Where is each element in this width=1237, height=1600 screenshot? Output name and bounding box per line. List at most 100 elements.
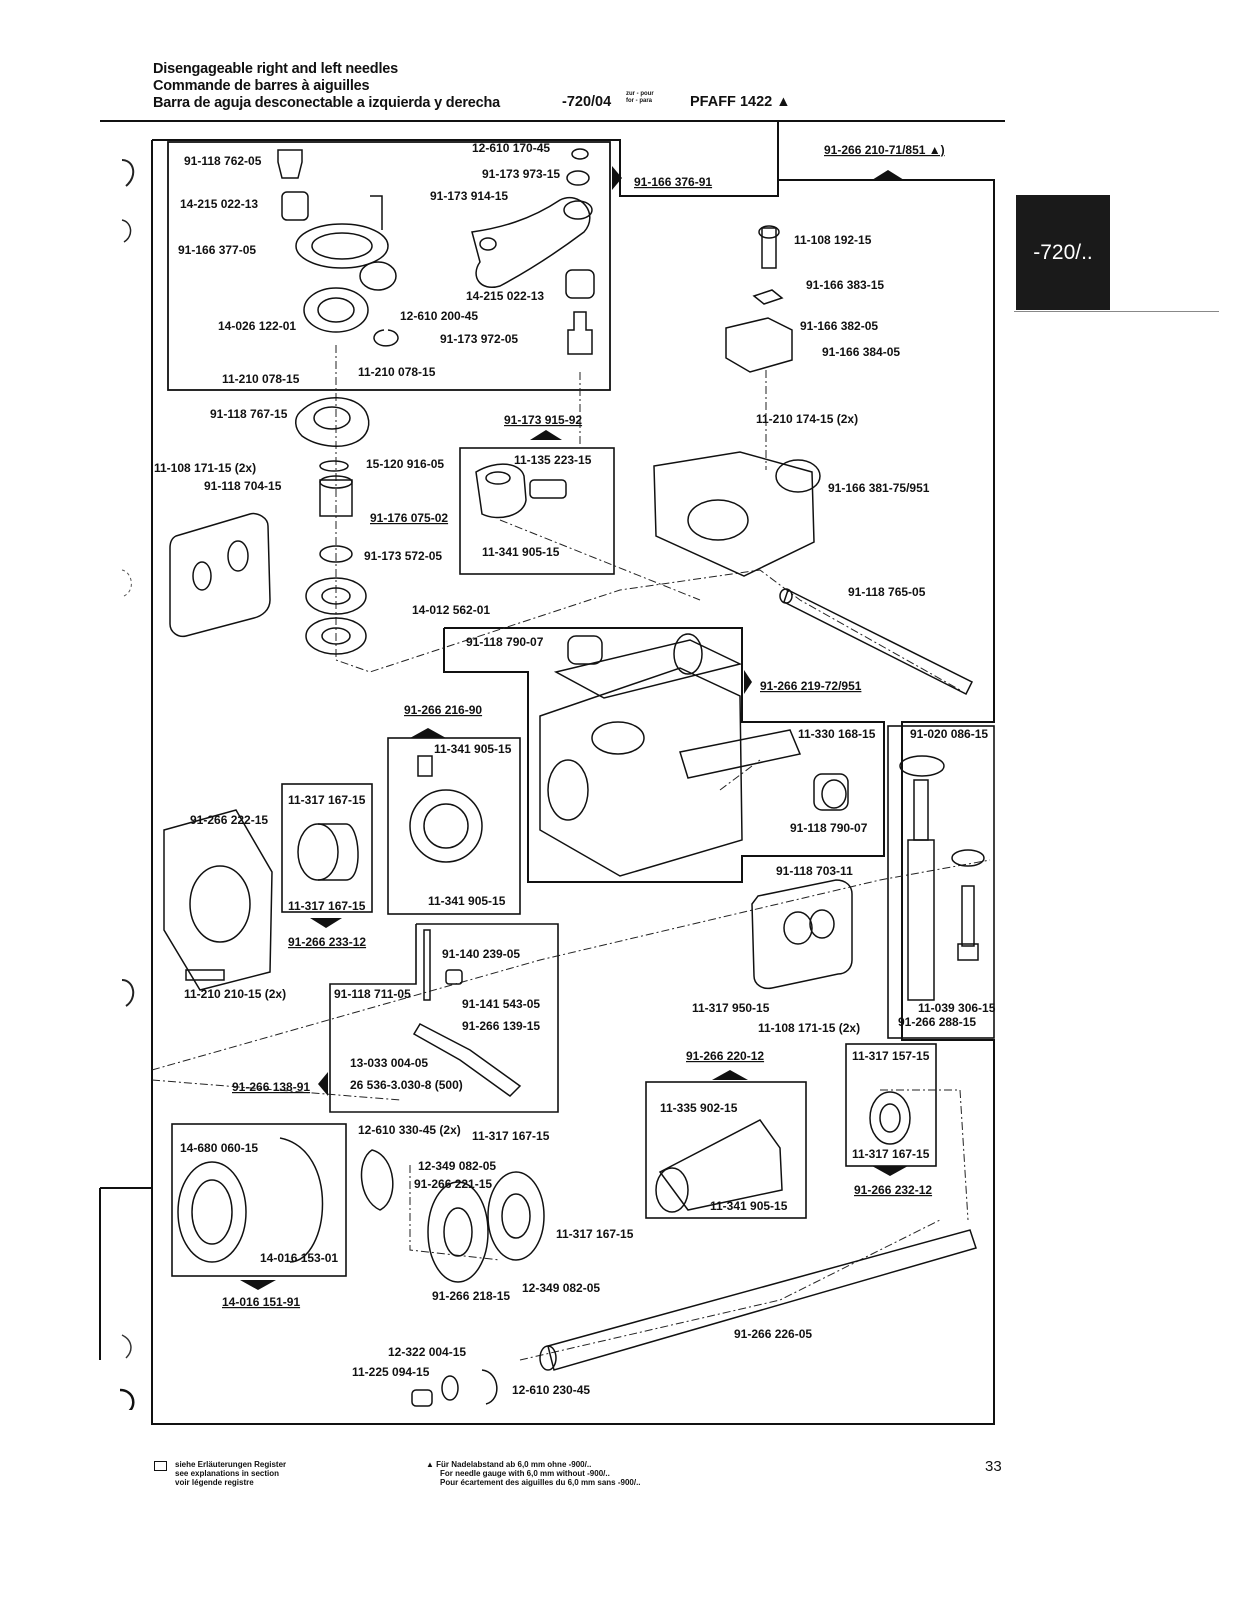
label-p52: 11-039 306-15 bbox=[918, 1001, 996, 1015]
label-p23: 91-118 704-15 bbox=[204, 479, 282, 493]
label-p76: 12-610 230-45 bbox=[512, 1383, 590, 1397]
label-p44: 91-266 233-12 bbox=[288, 935, 366, 949]
label-p50: 11-317 950-15 bbox=[692, 1001, 770, 1015]
label-p24: 15-120 916-05 bbox=[366, 457, 444, 471]
label-p41: 11-317 167-15 bbox=[288, 899, 366, 913]
box-shaft bbox=[329, 923, 559, 1113]
label-p11: 14-215 022-13 bbox=[466, 289, 544, 303]
label-p37: 91-020 086-15 bbox=[910, 727, 988, 741]
label-p63: 12-349 082-05 bbox=[418, 1159, 496, 1173]
legend-fr: voir légende registre bbox=[175, 1478, 254, 1487]
label-p17: 11-210 078-15 bbox=[222, 372, 300, 386]
label-p60: 12-610 330-45 (2x) bbox=[358, 1123, 461, 1137]
label-p30: 14-012 562-01 bbox=[412, 603, 490, 617]
tab-rule bbox=[1014, 311, 1219, 312]
section-tab[interactable]: -720/.. bbox=[1016, 195, 1110, 310]
box-collar bbox=[281, 783, 373, 913]
label-p12: 12-610 200-45 bbox=[400, 309, 478, 323]
label-p29: 11-341 905-15 bbox=[482, 545, 560, 559]
legend-de: siehe Erläuterungen Register bbox=[175, 1460, 287, 1469]
label-p66: 11-341 905-15 bbox=[710, 1199, 788, 1213]
box-gear bbox=[387, 737, 521, 915]
label-p31: 91-118 765-05 bbox=[848, 585, 926, 599]
page-number: 33 bbox=[985, 1458, 1002, 1475]
label-p35: 11-341 905-15 bbox=[434, 742, 512, 756]
label-p65: 11-317 167-15 bbox=[852, 1147, 930, 1161]
label-p73: 91-266 226-05 bbox=[734, 1327, 812, 1341]
title-line-3: Barra de aguja desconectable a izquierda… bbox=[153, 95, 501, 111]
label-p59: 11-335 902-15 bbox=[660, 1101, 738, 1115]
box-sleeve bbox=[645, 1081, 807, 1219]
label-p47: 91-118 711-05 bbox=[334, 987, 411, 1001]
label-p57: 91-266 138-91 bbox=[232, 1080, 310, 1094]
label-p42: 11-341 905-15 bbox=[428, 894, 506, 908]
label-p25: 11-135 223-15 bbox=[514, 453, 592, 467]
legend-box-icon bbox=[154, 1461, 167, 1471]
title-line-2: Commande de barres à aiguilles bbox=[153, 78, 370, 94]
label-p68: 14-016 153-01 bbox=[260, 1251, 338, 1265]
label-p27: 91-166 381-75/951 bbox=[828, 481, 930, 495]
label-p54: 13-033 004-05 bbox=[350, 1056, 428, 1070]
label-p18: 11-210 078-15 bbox=[358, 365, 436, 379]
part-labels: 91-118 762-05 12-610 170-45 91-173 973-1… bbox=[154, 141, 996, 1397]
label-p38: 11-317 167-15 bbox=[288, 793, 366, 807]
box-ring bbox=[171, 1123, 347, 1277]
label-p62: 14-680 060-15 bbox=[180, 1141, 258, 1155]
box-915 bbox=[459, 447, 615, 575]
frame-outline bbox=[152, 122, 779, 197]
zur-label: zur - pour for - para bbox=[626, 91, 654, 104]
label-p36: 11-330 168-15 bbox=[798, 727, 876, 741]
section-code: -720/04 bbox=[562, 94, 612, 110]
label-p9: 11-108 192-15 bbox=[794, 233, 872, 247]
box-block bbox=[443, 627, 885, 883]
label-p4: 91-166 376-91 bbox=[634, 175, 712, 189]
label-p19: 91-118 767-15 bbox=[210, 407, 288, 421]
title-line-1: Disengageable right and left needles bbox=[153, 61, 398, 77]
label-p69: 11-317 167-15 bbox=[556, 1227, 634, 1241]
label-p43: 91-118 703-11 bbox=[776, 864, 853, 878]
label-p6: 14-215 022-13 bbox=[180, 197, 258, 211]
label-p39: 91-266 222-15 bbox=[190, 813, 268, 827]
box-stud bbox=[887, 725, 995, 1039]
label-p67: 91-266 232-12 bbox=[854, 1183, 932, 1197]
label-p55: 91-266 220-12 bbox=[686, 1049, 764, 1063]
label-p58: 26 536-3.030-8 (500) bbox=[350, 1078, 463, 1092]
label-p20: 91-173 915-92 bbox=[504, 413, 582, 427]
label-p53: 91-266 288-15 bbox=[898, 1015, 976, 1029]
legend-en: see explanations in section bbox=[175, 1469, 280, 1478]
label-p5: 91-266 210-71/851 ▲) bbox=[824, 143, 945, 157]
label-p1: 91-118 762-05 bbox=[184, 154, 262, 168]
label-p74: 12-322 004-15 bbox=[388, 1345, 466, 1359]
label-p15: 91-166 382-05 bbox=[800, 319, 878, 333]
label-p71: 91-266 218-15 bbox=[432, 1289, 510, 1303]
label-p28: 91-173 572-05 bbox=[364, 549, 442, 563]
label-p14: 91-173 972-05 bbox=[440, 332, 518, 346]
label-p10: 91-166 383-15 bbox=[806, 278, 884, 292]
label-p7: 91-173 914-15 bbox=[430, 189, 508, 203]
label-p49: 91-266 139-15 bbox=[462, 1019, 540, 1033]
label-p2: 12-610 170-45 bbox=[472, 141, 550, 155]
model-name: PFAFF 1422 ▲ bbox=[690, 94, 791, 110]
note-de: ▲ Für Nadelabstand ab 6,0 mm ohne -900/.… bbox=[426, 1460, 592, 1469]
label-p46: 11-210 210-15 (2x) bbox=[184, 987, 286, 1001]
label-p3: 91-173 973-15 bbox=[482, 167, 560, 181]
label-p61: 11-317 167-15 bbox=[472, 1129, 550, 1143]
label-p75: 11-225 094-15 bbox=[352, 1365, 430, 1379]
box-upper-left bbox=[167, 141, 611, 391]
footer-note: ▲ Für Nadelabstand ab 6,0 mm ohne -900/.… bbox=[426, 1460, 641, 1487]
label-p45: 91-140 239-05 bbox=[442, 947, 520, 961]
label-p72: 12-349 082-05 bbox=[522, 1281, 600, 1295]
label-p33: 91-266 219-72/951 bbox=[760, 679, 862, 693]
label-p56: 11-317 157-15 bbox=[852, 1049, 930, 1063]
note-fr: Pour écartement des aiguilles du 6,0 mm … bbox=[440, 1478, 641, 1487]
label-p21: 11-210 174-15 (2x) bbox=[756, 412, 858, 426]
label-p22: 11-108 171-15 (2x) bbox=[154, 461, 256, 475]
label-p26: 91-176 075-02 bbox=[370, 511, 448, 525]
label-p70: 14-016 151-91 bbox=[222, 1295, 300, 1309]
label-p8: 91-166 377-05 bbox=[178, 243, 256, 257]
header-rule bbox=[100, 120, 1005, 122]
label-p32: 91-118 790-07 bbox=[466, 635, 544, 649]
label-p16: 91-166 384-05 bbox=[822, 345, 900, 359]
note-en: For needle gauge with 6,0 mm without -90… bbox=[440, 1469, 610, 1478]
